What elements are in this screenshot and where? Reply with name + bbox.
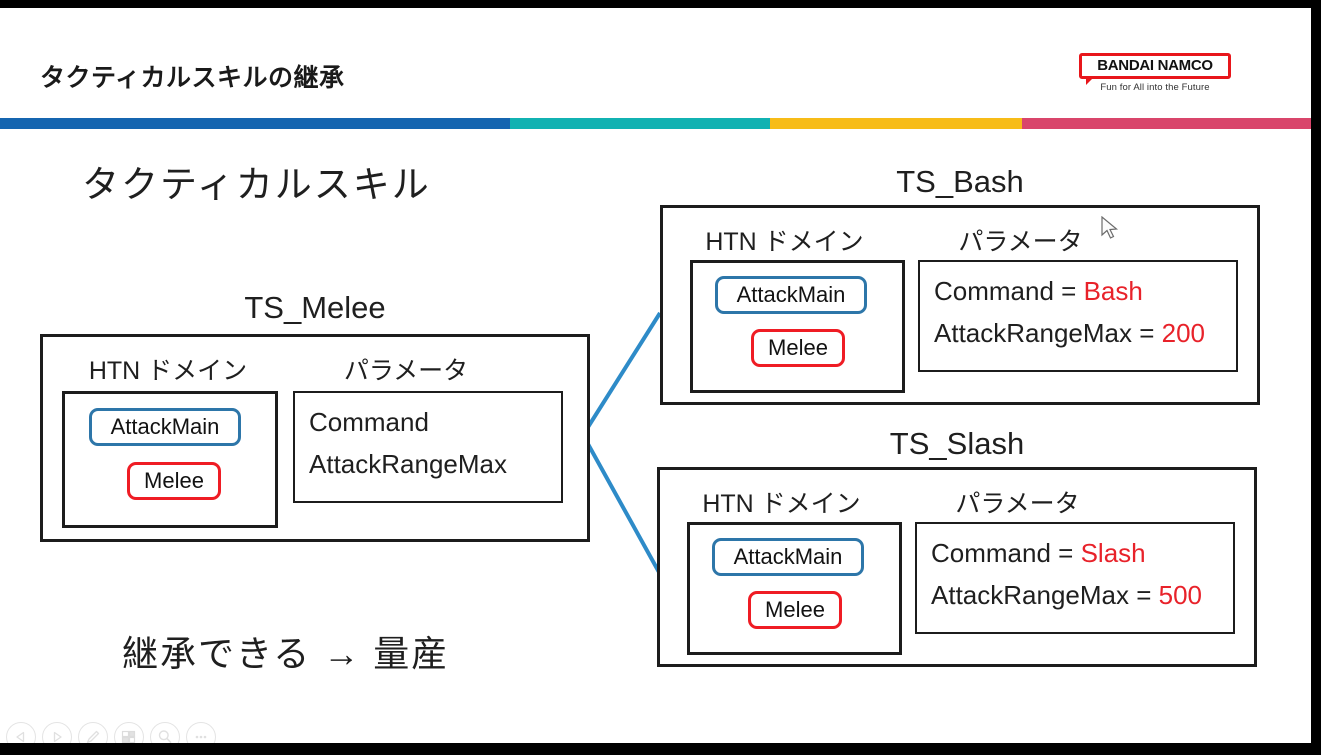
param-value: Slash <box>1080 538 1146 568</box>
param-key: Command <box>309 407 429 437</box>
card-body-ts-slash: HTN ドメイン パラメータ AttackMain Melee Command … <box>657 467 1257 667</box>
brand-color-rule <box>0 118 1311 129</box>
rule-segment-red <box>1022 118 1311 129</box>
param-key: Command <box>934 276 1054 306</box>
card-body-ts-melee: HTN ドメイン パラメータ AttackMain Melee Command … <box>40 334 590 542</box>
rule-segment-blue <box>0 118 510 129</box>
window-frame-right <box>1311 0 1321 755</box>
card-title-ts-slash: TS_Slash <box>889 426 1025 461</box>
all-slides-button[interactable] <box>114 722 144 743</box>
presentation-slide: タクティカルスキルの継承 BANDAI NAMCO Fun for All in… <box>0 8 1311 743</box>
connector-lines <box>581 311 662 575</box>
card-title-ts-bash: TS_Bash <box>896 164 1024 199</box>
param-value: 500 <box>1158 580 1203 610</box>
param-line-1-melee: AttackRangeMax <box>309 451 507 477</box>
presentation-toolbar[interactable] <box>6 722 216 743</box>
rule-segment-yellow <box>770 118 1022 129</box>
htn-domain-box-melee: AttackMain Melee <box>62 391 278 528</box>
pen-icon <box>86 730 100 743</box>
param-key: AttackRangeMax <box>931 580 1129 610</box>
param-line-0-melee: Command <box>309 409 429 435</box>
next-slide-button[interactable] <box>42 722 72 743</box>
pill-melee-slash[interactable]: Melee <box>748 591 842 629</box>
param-key: AttackRangeMax <box>309 449 507 479</box>
label-htn-domain-melee: HTN ドメイン <box>88 357 248 385</box>
card-body-ts-bash: HTN ドメイン パラメータ AttackMain Melee Command … <box>660 205 1260 405</box>
previous-slide-button[interactable] <box>6 722 36 743</box>
param-line-0-slash: Command = Slash <box>931 540 1146 566</box>
bandai-namco-logo: BANDAI NAMCO Fun for All into the Future <box>1079 53 1231 93</box>
param-key: Command <box>931 538 1051 568</box>
pen-button[interactable] <box>78 722 108 743</box>
param-line-1-bash: AttackRangeMax = 200 <box>934 320 1205 346</box>
bottom-note: 継承できる → 量産 <box>122 633 450 674</box>
window-frame-top <box>0 0 1321 8</box>
parameter-box-melee: Command AttackRangeMax <box>293 391 563 503</box>
htn-domain-box-bash: AttackMain Melee <box>690 260 905 393</box>
logo-tagline: Fun for All into the Future <box>1100 81 1210 93</box>
param-key: AttackRangeMax <box>934 318 1132 348</box>
pill-attackmain-melee[interactable]: AttackMain <box>89 408 241 446</box>
param-sep: = <box>1050 538 1081 568</box>
label-htn-domain-slash: HTN ドメイン <box>702 490 861 518</box>
more-options-icon <box>195 735 207 739</box>
param-sep: = <box>1053 276 1084 306</box>
param-value: 200 <box>1161 318 1206 348</box>
section-heading: タクティカルスキル <box>82 164 431 205</box>
param-value: Bash <box>1083 276 1143 306</box>
pill-melee-bash[interactable]: Melee <box>751 329 845 367</box>
param-sep: = <box>1128 580 1159 610</box>
zoom-icon <box>158 730 172 743</box>
label-parameters-melee: パラメータ <box>343 357 469 385</box>
htn-domain-box-slash: AttackMain Melee <box>687 522 902 655</box>
next-slide-icon <box>53 731 62 743</box>
slide-thumbnails-icon <box>121 730 136 743</box>
param-line-1-slash: AttackRangeMax = 500 <box>931 582 1202 608</box>
parameter-box-bash: Command = Bash AttackRangeMax = 200 <box>918 260 1238 372</box>
card-title-ts-melee: TS_Melee <box>244 290 386 325</box>
label-parameters-bash: パラメータ <box>958 228 1083 256</box>
pill-melee-melee[interactable]: Melee <box>127 462 221 500</box>
parameter-box-slash: Command = Slash AttackRangeMax = 500 <box>915 522 1235 634</box>
zoom-button[interactable] <box>150 722 180 743</box>
previous-slide-icon <box>16 731 25 743</box>
pill-attackmain-bash[interactable]: AttackMain <box>715 276 867 314</box>
logo-speech-tail-icon <box>1086 75 1095 85</box>
param-sep: = <box>1131 318 1162 348</box>
label-parameters-slash: パラメータ <box>955 490 1080 518</box>
pill-attackmain-slash[interactable]: AttackMain <box>712 538 864 576</box>
mouse-cursor-icon <box>1101 216 1119 239</box>
more-options-button[interactable] <box>186 722 216 743</box>
logo-text: BANDAI NAMCO <box>1097 57 1213 74</box>
logo-box: BANDAI NAMCO <box>1079 53 1231 85</box>
window-frame-bottom <box>0 743 1321 755</box>
param-line-0-bash: Command = Bash <box>934 278 1143 304</box>
page-title: タクティカルスキルの継承 <box>40 64 345 92</box>
rule-segment-teal <box>510 118 770 129</box>
label-htn-domain-bash: HTN ドメイン <box>705 228 864 256</box>
